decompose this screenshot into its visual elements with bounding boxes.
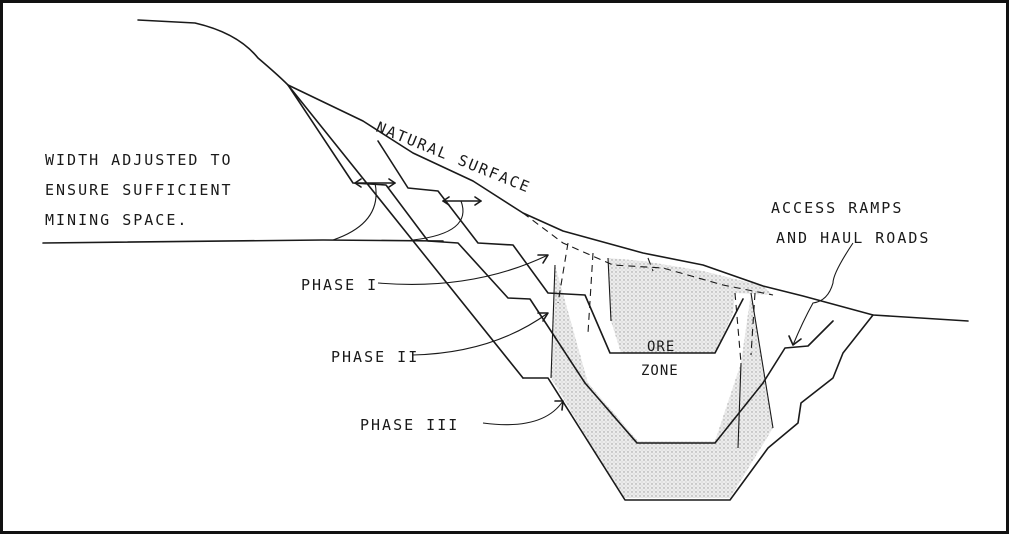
access-label-line-1: ACCESS RAMPS xyxy=(771,199,903,217)
phase3-pit-wall xyxy=(287,84,524,379)
access-label-line-2: AND HAUL ROADS xyxy=(776,229,930,247)
ore-zone-label-line-1: ORE xyxy=(647,339,675,355)
ore-boundary-right xyxy=(750,292,774,429)
access-leader-head xyxy=(788,335,802,346)
phase1-pit-outline xyxy=(377,140,744,354)
phase3-leader-head xyxy=(554,400,564,411)
width-label-line-2: ENSURE SUFFICIENT xyxy=(45,181,233,199)
phase1-leader-head xyxy=(537,254,549,264)
open-pit-diagram: NATURAL SURFACE WIDTH ADJUSTED TO ENSURE… xyxy=(42,19,969,501)
ore-boundary-dashed-6 xyxy=(750,292,756,356)
width-arrowhead-1a xyxy=(354,178,362,188)
ore-boundary-dashed-4 xyxy=(647,257,654,272)
width-label-line-1: WIDTH ADJUSTED TO xyxy=(45,151,233,169)
phase2-label: PHASE II xyxy=(331,348,419,366)
width-arrowhead-2b xyxy=(474,196,482,206)
ore-top-dashed xyxy=(522,212,774,296)
natural-surface-line xyxy=(137,19,969,322)
phase2-leader-head xyxy=(537,312,549,322)
width-label-line-3: MINING SPACE. xyxy=(45,211,188,229)
natural-surface-label: NATURAL SURFACE xyxy=(374,118,534,197)
ore-boundary-dashed-1 xyxy=(557,242,569,304)
ore-zone-label-line-2: ZONE xyxy=(641,363,679,379)
width-arrowhead-1b xyxy=(388,178,396,188)
phase2-leader xyxy=(412,312,549,356)
ore-boundary-left xyxy=(550,264,556,379)
ore-boundary-dashed-2 xyxy=(587,252,594,334)
phase3-label: PHASE III xyxy=(360,416,459,434)
access-leader xyxy=(792,242,854,346)
phase3-pit-outline xyxy=(522,314,874,501)
ore-boundary-3 xyxy=(607,257,612,322)
width-leader-1 xyxy=(332,182,377,241)
width-leader-2 xyxy=(412,200,464,241)
ground-line xyxy=(42,239,444,244)
ore-zone-fill-upper xyxy=(608,258,773,353)
phase3-leader xyxy=(482,400,564,426)
width-arrowhead-2a xyxy=(442,196,450,206)
phase1-leader xyxy=(377,254,549,285)
ore-boundary-inner xyxy=(737,362,742,449)
phase2-pit-outline xyxy=(287,84,834,444)
phase1-label: PHASE I xyxy=(301,276,378,294)
